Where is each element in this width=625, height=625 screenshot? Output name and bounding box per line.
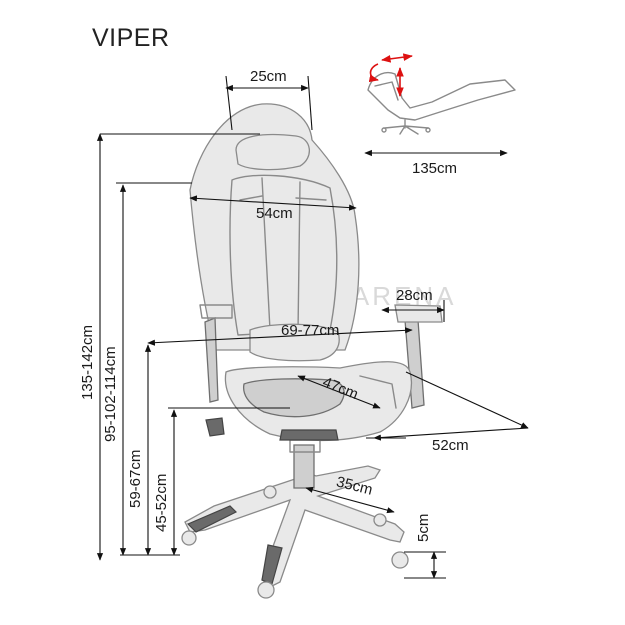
reclined-chair-thumbnail-icon [367, 53, 516, 135]
dim-seat-depth-label: 52cm [432, 437, 469, 454]
dim-total-length-label: 135cm [412, 160, 457, 177]
dim-headrest-width-label: 25cm [250, 68, 287, 85]
dim-armrest-length-label: 28cm [396, 287, 433, 304]
dim-armrest-height-label: 59-67cm [127, 450, 144, 508]
dim-total-height-label: 135-142cm [79, 325, 96, 400]
dim-back-width-label: 54cm [256, 205, 293, 222]
gaming-chair-icon [181, 103, 443, 599]
dim-wheel-height-label: 5cm [415, 514, 432, 542]
product-title: VIPER [92, 24, 170, 52]
dim-seat-height-label: 45-52cm [153, 474, 170, 532]
dim-back-height-label: 95-102-114cm [102, 346, 119, 442]
dim-seat-span-label: 69-77cm [281, 322, 339, 339]
